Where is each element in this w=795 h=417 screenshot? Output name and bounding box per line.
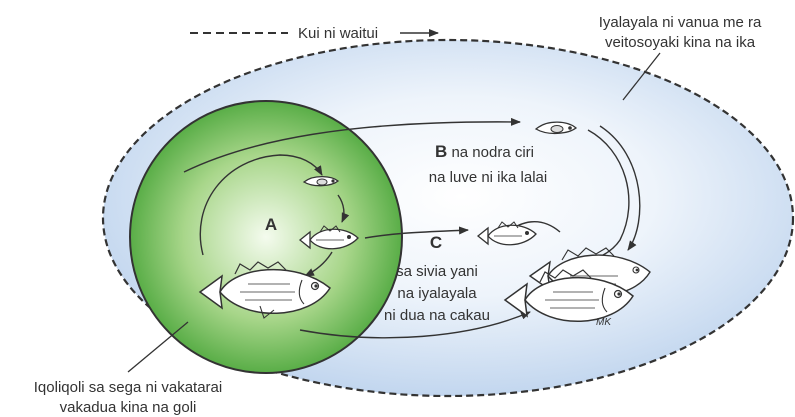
- label-c-line2: na iyalayala: [397, 285, 477, 302]
- label-c-line1: sa sivia yani: [396, 263, 478, 280]
- label-b-line2: na luve ni ika lalai: [429, 169, 547, 186]
- reserve-label-line2: vakadua kina na goli: [60, 399, 197, 416]
- reserve-pointer: [128, 322, 188, 372]
- outer-region-label-line2: veitosoyaki kina na ika: [605, 34, 756, 51]
- label-b-letter: B: [435, 142, 447, 161]
- no-take-reserve-circle: [130, 101, 402, 373]
- legend: Kui ni waitui: [190, 25, 438, 42]
- label-c-line3: ni dua na cakau: [384, 307, 490, 324]
- reserve-label-line1: Iqoliqoli sa sega ni vakatarai: [34, 379, 222, 396]
- label-c-letter: C: [430, 233, 442, 252]
- label-b-line1: B na nodra ciri: [435, 142, 534, 161]
- label-a: A: [265, 215, 277, 234]
- legend-label: Kui ni waitui: [298, 25, 378, 42]
- artist-initials: MK: [596, 317, 612, 328]
- label-b-rest: na nodra ciri: [447, 144, 534, 161]
- outer-region-label-line1: Iyalayala ni vanua me ra: [599, 14, 762, 31]
